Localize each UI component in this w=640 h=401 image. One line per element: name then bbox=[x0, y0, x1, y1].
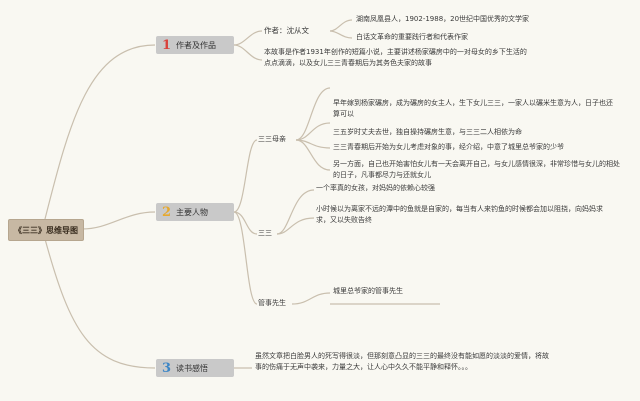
branch-author-works[interactable]: 1 作者及作品 bbox=[156, 36, 234, 54]
branch-label: 主要人物 bbox=[176, 207, 209, 217]
branch-reflection[interactable]: 3 读书感悟 bbox=[156, 359, 234, 377]
branch-number: 2 bbox=[162, 204, 172, 220]
branch-label: 读书感悟 bbox=[176, 363, 209, 373]
sansan-detail[interactable]: 一个率真的女孩，对妈妈的依赖心较强 bbox=[316, 184, 435, 192]
steward-detail[interactable]: 城里总爷家的管事先生 bbox=[333, 287, 403, 295]
sansan-detail[interactable]: 小时候以为离家不远的潭中的鱼就是自家的，每当有人来钓鱼的时候都会加以阻挠，向妈妈… bbox=[316, 205, 603, 224]
branch-number: 3 bbox=[162, 360, 172, 376]
reflection-text[interactable]: 虽然文章把白脸男人的死写得很淡，但那刻意凸显的三三的最终没有能如愿的淡淡的爱情，… bbox=[255, 352, 549, 371]
branch-label: 作者及作品 bbox=[176, 40, 217, 50]
mother-detail[interactable]: 三五岁时丈夫去世，独自操持碾房生意，与三三二人相依为命 bbox=[333, 128, 522, 136]
branch-main-characters[interactable]: 2 主要人物 bbox=[156, 203, 234, 221]
root-label: 《三三》思维导图 bbox=[14, 225, 78, 235]
mother-detail[interactable]: 三三青春期后开始为女儿考虑对象的事，经介绍，中意了城里总爷家的少爷 bbox=[333, 143, 564, 151]
author-node[interactable]: 作者：沈从文 bbox=[264, 26, 309, 35]
work-summary[interactable]: 本故事是作者1931年创作的短篇小说，主要讲述杨家碾房中的一对母女的乡下生活的点… bbox=[264, 48, 527, 67]
mother-detail[interactable]: 另一方面，自己也开始害怕女儿有一天会离开自己，与女儿感情很深，非常珍惜与女儿的相… bbox=[333, 160, 620, 179]
author-detail-role[interactable]: 白话文革命的重要践行者和代表作家 bbox=[356, 33, 468, 41]
author-detail-origin[interactable]: 湖南凤凰县人，1902-1988，20世纪中国优秀的文学家 bbox=[356, 15, 530, 23]
mother-detail[interactable]: 早年嫁到杨家碾房，成为碾房的女主人，生下女儿三三，一家人以碾米生意为人，日子也还… bbox=[333, 99, 613, 118]
character-steward[interactable]: 管事先生 bbox=[258, 299, 286, 307]
character-sansan[interactable]: 三三 bbox=[258, 229, 272, 237]
root-node[interactable]: 《三三》思维导图 bbox=[8, 219, 84, 241]
character-mother[interactable]: 三三母亲 bbox=[258, 135, 286, 143]
branch-number: 1 bbox=[162, 37, 172, 53]
